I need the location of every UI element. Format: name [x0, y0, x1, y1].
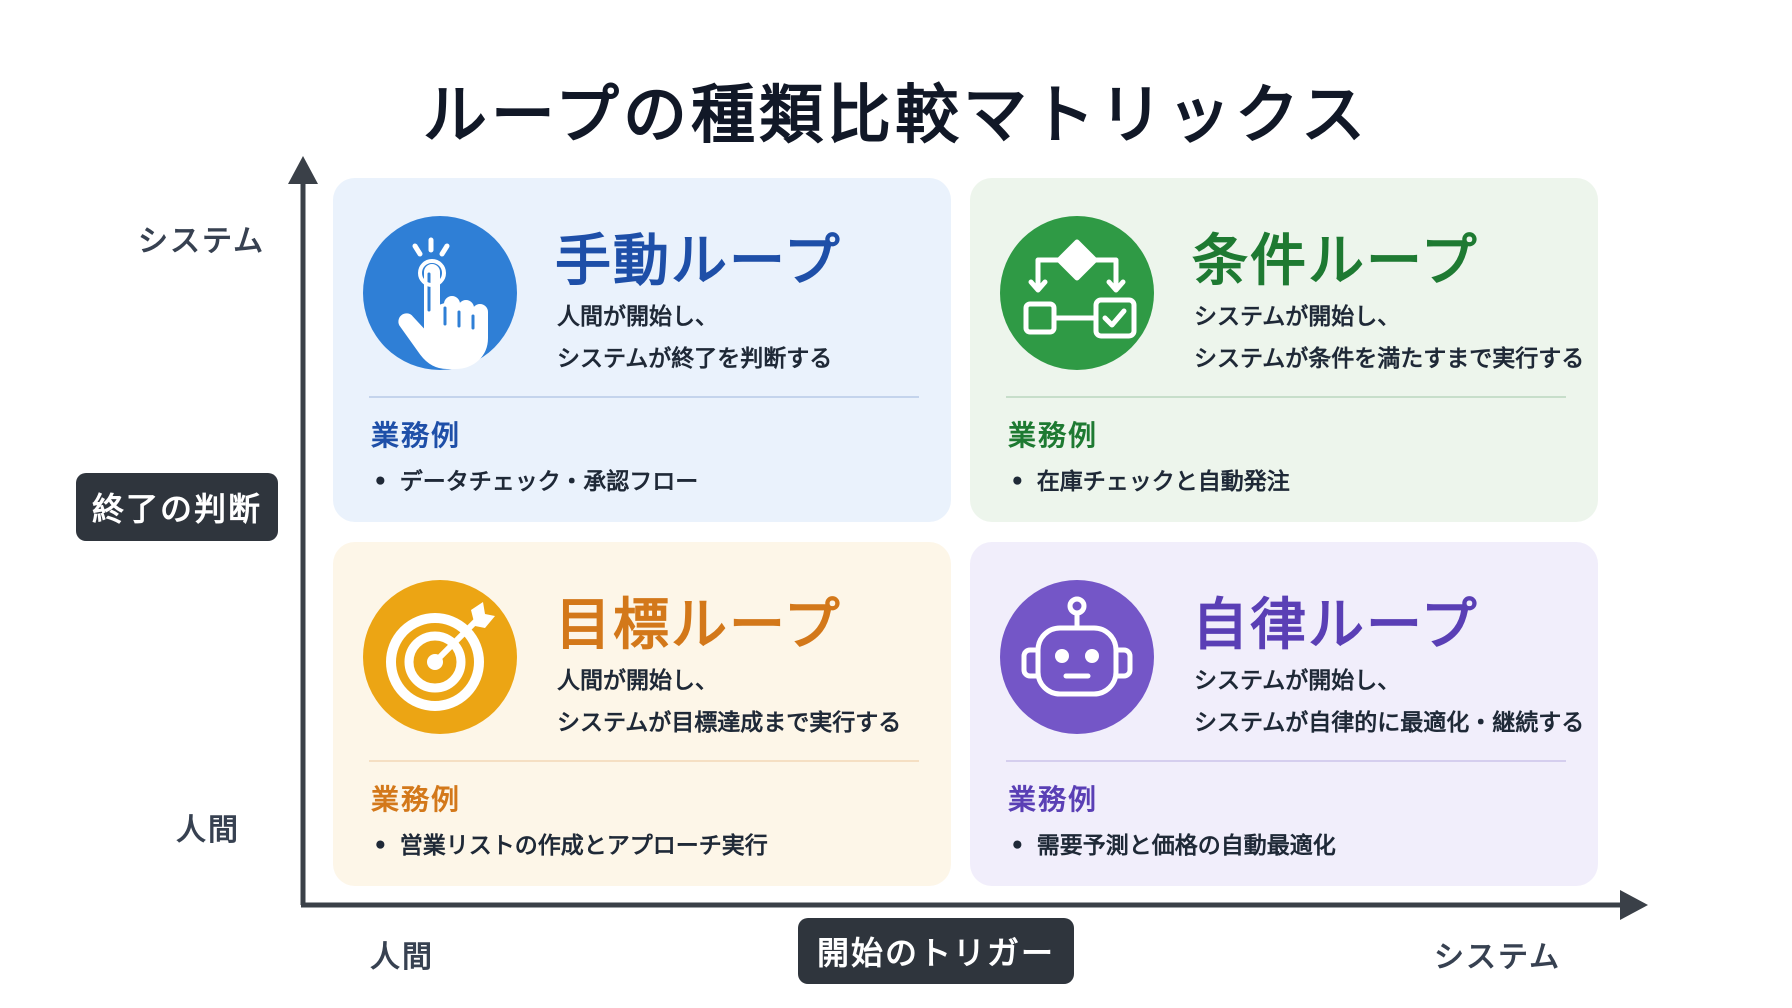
quadrant-conditional-loop: 条件ループ システムが開始し、 システムが条件を満たすまで実行する 業務例 •在…	[970, 178, 1598, 522]
quadrant-title: 手動ループ	[555, 229, 842, 294]
x-axis-arrow-icon	[1620, 890, 1648, 920]
y-axis-bottom-label: 人間	[176, 813, 240, 848]
divider	[1006, 760, 1566, 762]
divider	[369, 396, 919, 398]
example-heading: 業務例	[1008, 783, 1099, 816]
y-axis-title: 終了の判断	[76, 473, 278, 541]
x-axis-left-label: 人間	[370, 940, 434, 975]
robot-icon	[1021, 596, 1133, 697]
target-icon	[386, 602, 495, 711]
example-item: •営業リストの作成とアプローチ実行	[373, 833, 768, 859]
y-axis-top-label: システム	[138, 224, 266, 259]
example-heading: 業務例	[1008, 419, 1099, 452]
quadrant-description: 人間が開始し、 システムが目標達成まで実行する	[557, 668, 902, 736]
icon-circle	[363, 216, 517, 370]
x-axis-right-label: システム	[1434, 940, 1562, 975]
quadrant-autonomous-loop: 自律ループ システムが開始し、 システムが自律的に最適化・継続する 業務例 •需…	[970, 542, 1598, 886]
y-axis-arrow-icon	[288, 156, 318, 184]
icon-circle	[1000, 580, 1154, 734]
flowchart-icon	[1023, 239, 1137, 339]
example-item: •在庫チェックと自動発注	[1010, 469, 1290, 495]
example-item: •データチェック・承認フロー	[373, 469, 699, 495]
quadrant-goal-loop: 目標ループ 人間が開始し、 システムが目標達成まで実行する 業務例 •営業リスト…	[333, 542, 951, 886]
pointing-hand-icon	[398, 237, 488, 369]
quadrant-title: 条件ループ	[1192, 229, 1479, 294]
quadrant-description: 人間が開始し、 システムが終了を判断する	[557, 304, 833, 372]
quadrant-description: システムが開始し、 システムが自律的に最適化・継続する	[1194, 668, 1585, 736]
example-heading: 業務例	[371, 783, 462, 816]
example-heading: 業務例	[371, 419, 462, 452]
quadrant-manual-loop: 手動ループ 人間が開始し、 システムが終了を判断する 業務例 •データチェック・…	[333, 178, 951, 522]
example-item: •需要予測と価格の自動最適化	[1010, 833, 1336, 859]
divider	[369, 760, 919, 762]
quadrant-title: 自律ループ	[1192, 593, 1479, 658]
quadrant-title: 目標ループ	[555, 593, 842, 658]
divider	[1006, 396, 1566, 398]
icon-circle	[1000, 216, 1154, 370]
icon-circle	[363, 580, 517, 734]
x-axis-title: 開始のトリガー	[798, 918, 1074, 984]
page-title: ループの種類比較マトリックス	[422, 79, 1370, 153]
quadrant-description: システムが開始し、 システムが条件を満たすまで実行する	[1194, 304, 1585, 372]
